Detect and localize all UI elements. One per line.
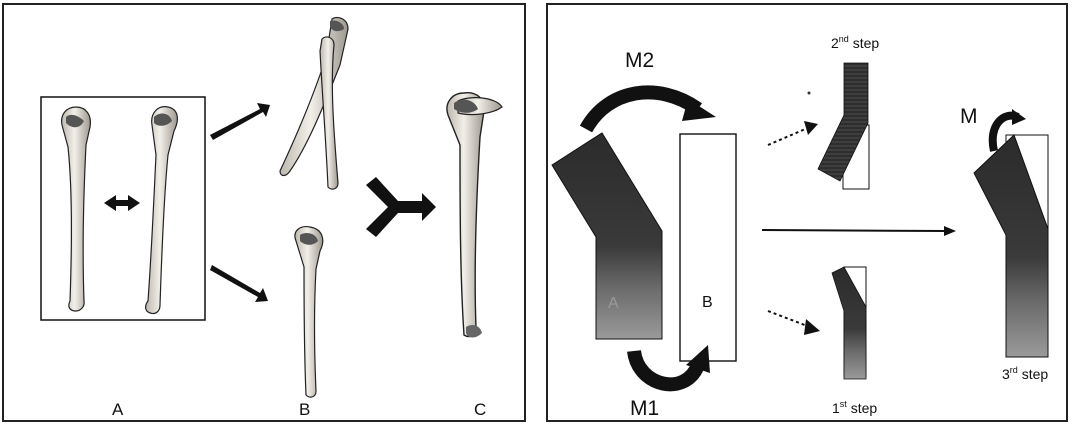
- m2-arrow: [586, 92, 698, 129]
- label-m1: M1: [630, 397, 659, 421]
- step2-shape: [808, 63, 870, 189]
- label-b: B: [299, 400, 310, 420]
- step1-shape: [832, 267, 866, 379]
- bone-a-right: [146, 107, 178, 314]
- label-rect-a: A: [608, 295, 619, 313]
- bone-a-left: [62, 107, 91, 311]
- arrow-to-b-top: [210, 103, 270, 140]
- bent-bar-a: [552, 133, 662, 339]
- arrow-to-b-bottom: [210, 265, 268, 302]
- straight-bar-b: [680, 134, 736, 361]
- left-panel: A B C: [2, 3, 526, 422]
- label-m2: M2: [625, 49, 654, 73]
- label-step1: 1st step: [832, 399, 877, 416]
- label-step2: 2nd step: [831, 34, 879, 51]
- right-panel: M2 M1 M A B 2nd step 1st step 3rd step: [546, 3, 1068, 422]
- double-arrow: [104, 195, 140, 211]
- bone-b-single: [295, 227, 323, 397]
- bone-c: [447, 93, 502, 338]
- dotted-arrow-step2: [768, 127, 810, 145]
- long-arrow: [762, 230, 946, 231]
- label-m: M: [960, 105, 978, 129]
- bone-b-crossed: [280, 17, 348, 189]
- merge-arrow: [366, 177, 436, 237]
- label-step3: 3rd step: [1002, 365, 1048, 382]
- label-c: C: [474, 400, 486, 420]
- label-rect-b: B: [702, 294, 713, 312]
- step3-shape: [974, 135, 1048, 357]
- bone-figure: [4, 5, 528, 424]
- dotted-arrow-step1: [768, 311, 810, 327]
- label-a: A: [112, 400, 123, 420]
